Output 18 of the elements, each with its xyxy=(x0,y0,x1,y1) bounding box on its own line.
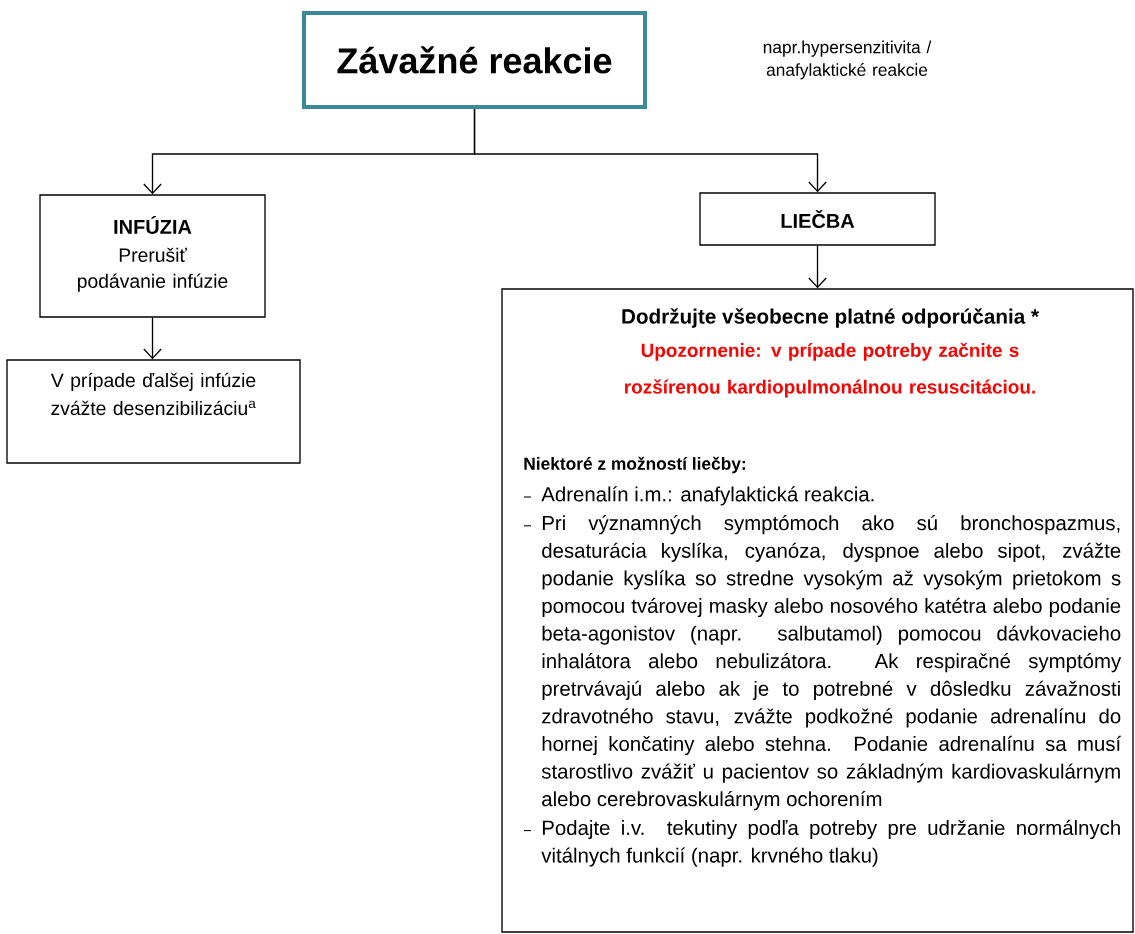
step-box xyxy=(6,359,301,464)
step-box xyxy=(39,194,266,318)
side-note: napr.hypersenzitivita / anafylaktické reakcie xyxy=(763,40,932,80)
arrow xyxy=(473,108,827,193)
list-item: Adrenalín i.m.: anafylaktická reakcia. xyxy=(541,486,874,506)
list-item: Podajte i.v. tekutiny podľa potreby pre udržanie normálnych vitálnych funkcií (napr. krvného tlaku) xyxy=(541,819,1120,867)
warning-text: Upozornenie: v prípade potreby začnite s rozšírenou kardiopulmonálnou resuscitáciou. xyxy=(625,342,1035,398)
box-text: Prerušiť podávanie infúzie xyxy=(78,247,228,292)
list-item: Pri významných symptómoch ako sú bronchospazmus, desaturácia kyslíka, cyanóza, dyspnoe alebo sipot, zvážte podanie kyslíka so stredne vysokým až vysokým prietokom s pomocou tvárovej masky alebo nosového katétra alebo podanie beta-agonistov (napr. salbutamol) pomocou dávkovacieho inhalátora alebo nebulizátora. Ak respiračné symptómy pretrvávajú alebo ak je to potrebné v dôsledku závažnosti zdravotného stavu, zvážte podkožné podanie adrenalínu do hornej končatiny alebo stehna. Podanie adrenalínu sa musí starostlivo zvážiť u pacientov so základným kardiovaskulárnym alebo cerebrovaskulárnym ochorením xyxy=(541,515,1122,811)
box-text: V prípade ďalšej infúzie zvážte desenzibilizáciu$^{a}$ xyxy=(50,372,256,416)
arrow xyxy=(808,245,827,289)
step-box: LIEČBA xyxy=(699,192,936,246)
title-box: Závažné reakcie xyxy=(302,11,647,109)
treatment-box xyxy=(501,288,1134,933)
list-heading: Niektoré z možností liečby: xyxy=(524,456,746,474)
box-heading: Dodržujte všeobecne platné odporúčania * xyxy=(622,308,1039,328)
arrow xyxy=(143,317,162,360)
box-heading: INFÚZIA xyxy=(114,216,192,234)
